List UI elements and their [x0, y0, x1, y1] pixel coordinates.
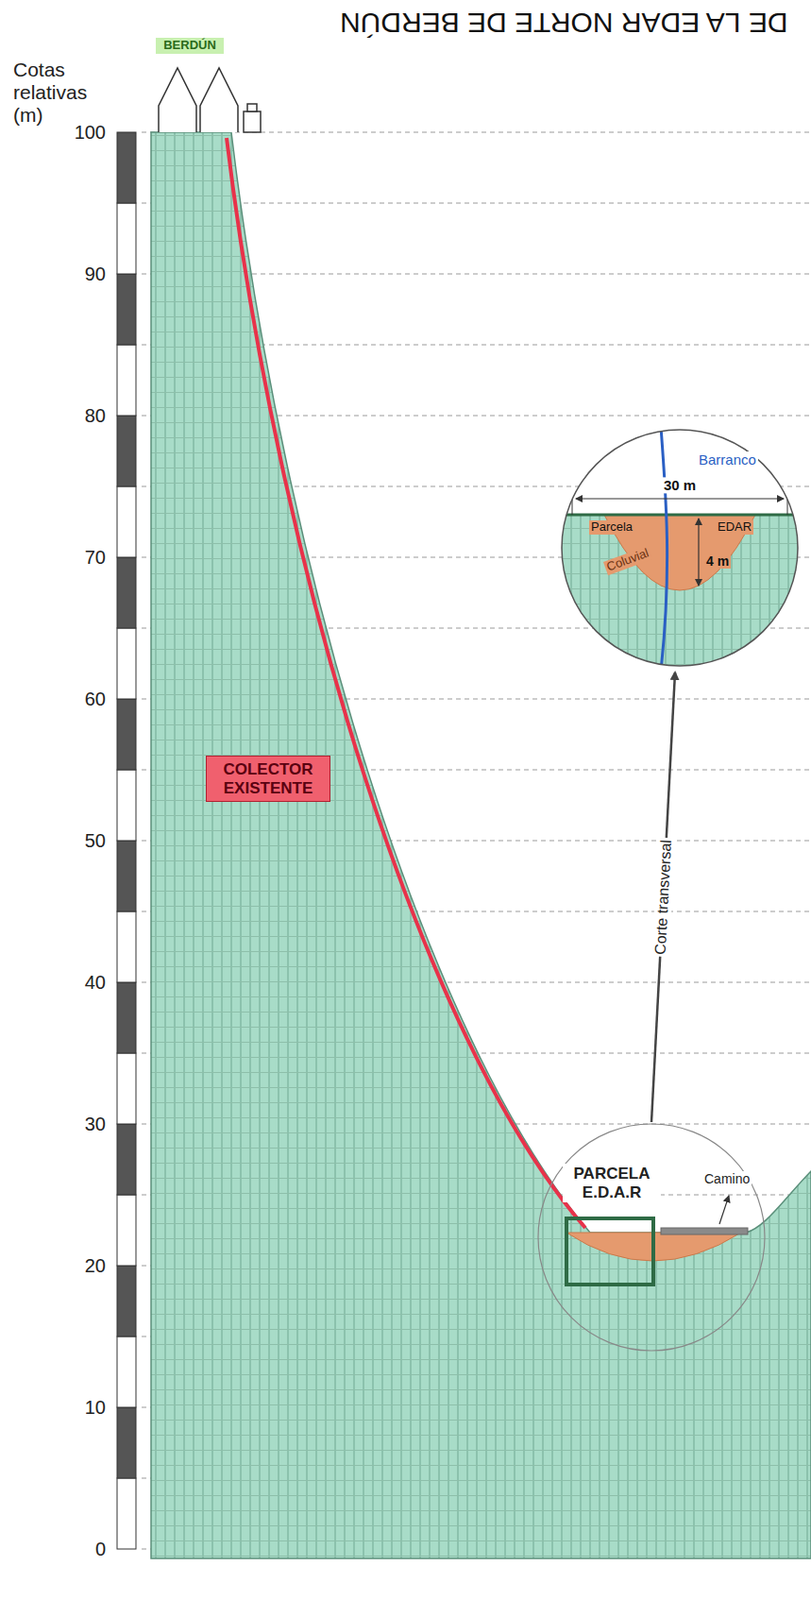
- axis-title: Cotas relativas (m): [11, 58, 110, 127]
- node-text: PARCELA E.D.A.R: [565, 1164, 659, 1201]
- axis-value: 90: [84, 263, 106, 286]
- stream-label: Barranco: [696, 451, 759, 468]
- plot-label: Parcela: [589, 520, 635, 535]
- axis-value: 80: [84, 405, 106, 427]
- parcel-label: PARCELA E.D.A.R: [562, 1163, 661, 1202]
- axis-value: 40: [84, 971, 106, 994]
- axis-value: 60: [84, 688, 106, 710]
- section-label: Corte transversal: [652, 837, 676, 958]
- axis-value: 10: [84, 1396, 106, 1419]
- collector-box: COLECTOR EXISTENTE: [205, 755, 331, 802]
- plant-label: EDAR: [715, 520, 754, 535]
- axis-value: 70: [84, 546, 106, 569]
- dimension-text: 30 m: [661, 476, 698, 493]
- road-label: Camino: [702, 1170, 752, 1186]
- node-text: BERDÚN: [159, 38, 220, 53]
- diagram-title: DE LA EDAR NORTE DE BERDÚN: [339, 5, 789, 39]
- axis-value: 50: [84, 829, 106, 852]
- axis-value: 20: [84, 1254, 106, 1277]
- axis-value: 0: [95, 1537, 106, 1560]
- node-text: COLECTOR EXISTENTE: [212, 760, 324, 797]
- axis-value: 100: [74, 121, 106, 144]
- town-label: BERDÚN: [155, 37, 224, 54]
- axis-value: 30: [84, 1113, 106, 1135]
- dimension-text: 4 m: [704, 553, 731, 569]
